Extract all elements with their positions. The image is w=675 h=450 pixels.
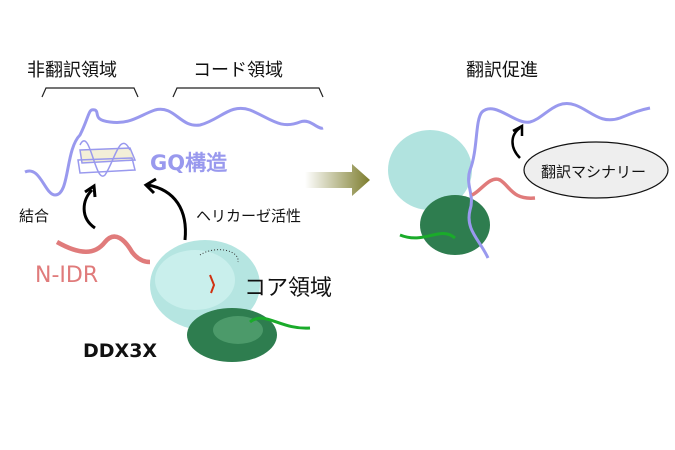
nidr-strand (55, 234, 151, 265)
gq-label: GQ構造 (150, 151, 228, 175)
machinery-arrow (511, 126, 521, 159)
nidr-strand-right (471, 177, 536, 200)
protein-label: DDX3X (83, 340, 158, 362)
mrna-strand (24, 106, 324, 197)
core-label: コア領域 (244, 276, 333, 301)
promotion-label: 翻訳促進 (466, 60, 538, 81)
machinery-label: 翻訳マシナリー (541, 163, 647, 181)
utr-bracket (41, 87, 139, 98)
utr-label: 非翻訳領域 (27, 60, 117, 81)
cds-bracket (172, 87, 324, 98)
binding-label: 結合 (19, 207, 50, 225)
nidr-label: N-IDR (35, 263, 99, 288)
ddx3x-protein (150, 240, 311, 362)
helicase-arrow (147, 183, 187, 241)
transition-arrow (305, 164, 370, 196)
gq-structure (77, 140, 137, 177)
cds-label: コード領域 (193, 60, 283, 81)
binding-arrow (82, 188, 96, 230)
helicase-label: ヘリカーゼ活性 (196, 207, 302, 225)
translation-machinery (523, 141, 669, 199)
ddx3x-protein-bound (388, 130, 490, 255)
mrna-strand-right (467, 102, 651, 259)
